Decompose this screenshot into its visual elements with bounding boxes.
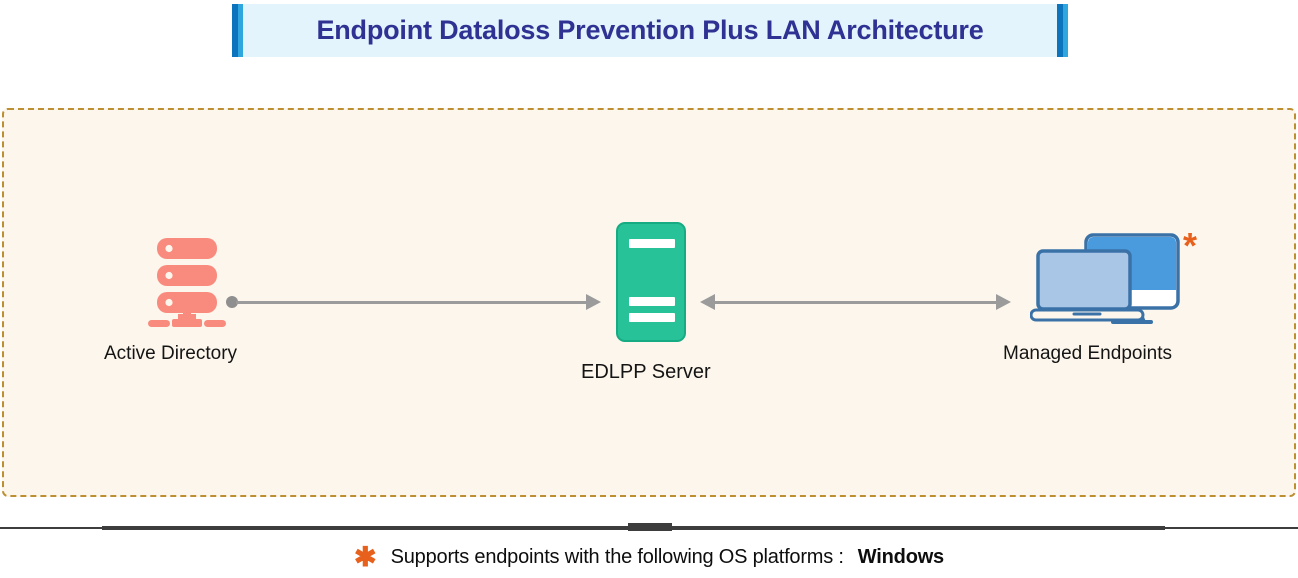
footnote-text: Supports endpoints with the following OS… xyxy=(390,546,844,568)
banner-background: Endpoint Dataloss Prevention Plus LAN Ar… xyxy=(243,4,1057,57)
footnote: ✱ Supports endpoints with the following … xyxy=(0,544,1298,571)
arrow-left-icon xyxy=(700,294,715,310)
footnote-os-name: Windows xyxy=(857,546,944,568)
connector-line-right xyxy=(713,301,998,304)
divider-segment xyxy=(0,527,102,529)
banner-left-bar xyxy=(232,4,243,57)
server-slot xyxy=(629,239,675,248)
page-title: Endpoint Dataloss Prevention Plus LAN Ar… xyxy=(316,15,984,45)
title-banner: Endpoint Dataloss Prevention Plus LAN Ar… xyxy=(232,4,1068,57)
node-label-active-directory: Active Directory xyxy=(104,343,238,364)
divider-segment xyxy=(1165,527,1298,529)
managed-endpoints-icon xyxy=(1030,233,1180,324)
server-slot xyxy=(629,297,675,306)
connector-dot xyxy=(226,296,238,308)
arrow-right-icon xyxy=(996,294,1011,310)
banner-right-bar xyxy=(1057,4,1068,57)
endpoints-asterisk-icon: * xyxy=(1183,225,1198,266)
node-label-edlpp-server: EDLPP Server xyxy=(581,361,711,383)
connector-line-left xyxy=(236,301,588,304)
footnote-asterisk-icon: ✱ xyxy=(353,542,377,572)
active-directory-icon xyxy=(148,238,226,327)
divider-notch xyxy=(628,523,672,531)
server-slot xyxy=(629,313,675,322)
edlpp-server-icon xyxy=(616,222,686,342)
node-label-managed-endpoints: Managed Endpoints xyxy=(1003,343,1173,364)
footer-divider xyxy=(0,520,1298,534)
arrow-right-icon xyxy=(586,294,601,310)
